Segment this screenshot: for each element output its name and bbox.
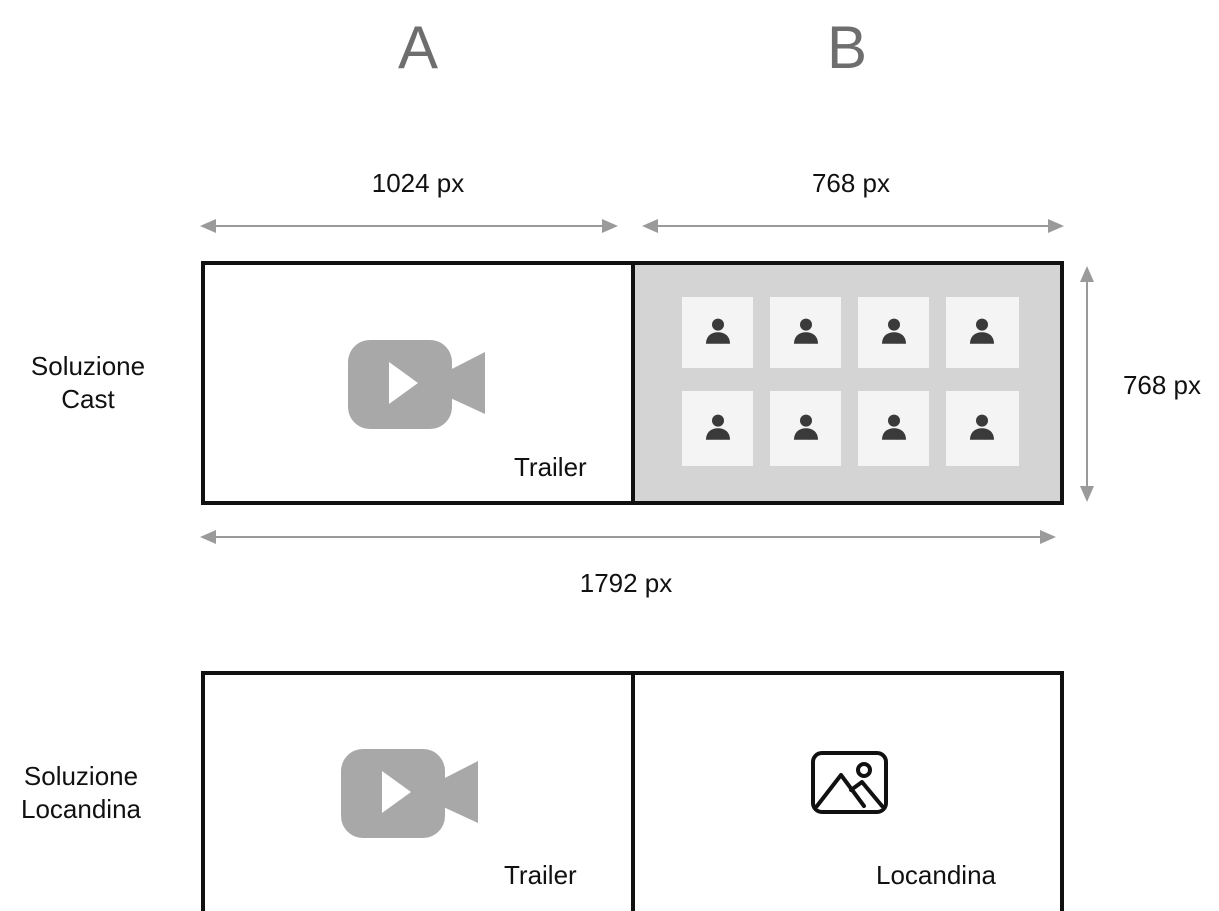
row-label-poster-line2: Locandina bbox=[21, 794, 141, 824]
total-width-label: 1792 px bbox=[579, 568, 673, 598]
width-a-label: 1024 px bbox=[371, 168, 465, 198]
arrow-width-a bbox=[200, 219, 618, 233]
trailer-caption-cast: Trailer bbox=[514, 452, 587, 482]
row-label-cast: Soluzione Cast bbox=[0, 350, 176, 416]
column-a-label: A bbox=[397, 14, 439, 81]
column-b-label: B bbox=[826, 14, 868, 81]
row-label-cast-line2: Cast bbox=[61, 384, 115, 414]
row-label-poster-line1: Soluzione bbox=[23, 761, 139, 791]
cast-tile bbox=[682, 391, 753, 466]
cast-tile bbox=[682, 297, 753, 368]
height-label: 768 px bbox=[1122, 370, 1202, 400]
cast-tile bbox=[770, 297, 841, 368]
locandina-caption: Locandina bbox=[876, 860, 996, 890]
arrow-total-width bbox=[200, 530, 1056, 544]
cast-tile bbox=[858, 391, 929, 466]
cast-solution-frame bbox=[201, 261, 1064, 505]
width-b-label: 768 px bbox=[811, 168, 891, 198]
cast-tile bbox=[770, 391, 841, 466]
cast-tile bbox=[858, 297, 929, 368]
cast-tile bbox=[946, 297, 1019, 368]
arrow-width-b bbox=[642, 219, 1064, 233]
row-label-cast-line1: Soluzione bbox=[30, 351, 146, 381]
poster-solution-frame bbox=[201, 671, 1064, 911]
arrow-height bbox=[1080, 266, 1094, 502]
cast-tile bbox=[946, 391, 1019, 466]
row-label-poster: Soluzione Locandina bbox=[0, 760, 162, 826]
image-icon bbox=[811, 751, 888, 814]
video-camera-icon bbox=[341, 749, 478, 838]
trailer-caption-poster: Trailer bbox=[504, 860, 577, 890]
video-camera-icon bbox=[348, 340, 485, 429]
cast-grid bbox=[682, 297, 1019, 466]
